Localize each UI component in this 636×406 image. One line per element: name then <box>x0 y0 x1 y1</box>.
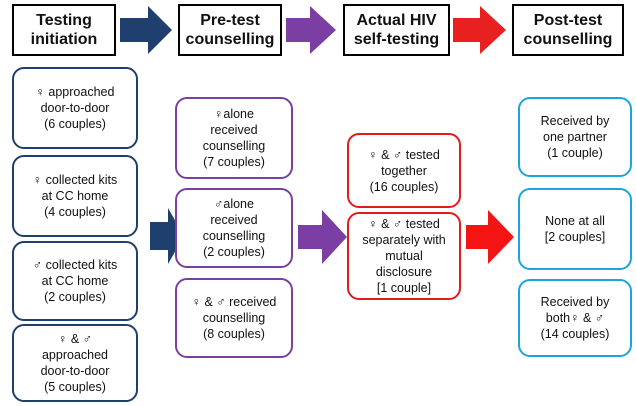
header-arrow-1 <box>120 6 172 54</box>
header-post-test-counselling: Post-test counselling <box>512 4 624 56</box>
flow-arrow-2 <box>298 210 347 264</box>
posttest-box-one-partner: Received by one partner (1 couple) <box>518 97 632 177</box>
pretest-box-female-alone: ♀alone received counselling (7 couples) <box>175 97 293 179</box>
posttest-box-both-partners: Received by both♀ & ♂ (14 couples) <box>518 279 632 357</box>
posttest-box-none: None at all [2 couples] <box>518 188 632 270</box>
header-testing-initiation: Testing initiation <box>12 4 116 56</box>
selftest-box-separately: ♀ & ♂ tested separately with mutual disc… <box>347 212 461 300</box>
header-actual-hiv-self-testing: Actual HIV self-testing <box>343 4 450 56</box>
initiation-box-both-door-to-door: ♀ & ♂ approached door-to-door (5 couples… <box>12 324 138 402</box>
header-pre-test-counselling: Pre-test counselling <box>178 4 282 56</box>
pretest-box-male-alone: ♂alone received counselling (2 couples) <box>175 188 293 268</box>
pretest-box-both: ♀ & ♂ received counselling (8 couples) <box>175 278 293 358</box>
initiation-box-female-collected-kits: ♀ collected kits at CC home (4 couples) <box>12 155 138 237</box>
header-arrow-2 <box>286 6 336 54</box>
initiation-box-male-collected-kits: ♂ collected kits at CC home (2 couples) <box>12 241 138 321</box>
selftest-box-together: ♀ & ♂ tested together (16 couples) <box>347 133 461 208</box>
initiation-box-female-door-to-door: ♀ approached door-to-door (6 couples) <box>12 67 138 149</box>
flow-arrow-3 <box>466 210 514 264</box>
header-arrow-3 <box>453 6 506 54</box>
